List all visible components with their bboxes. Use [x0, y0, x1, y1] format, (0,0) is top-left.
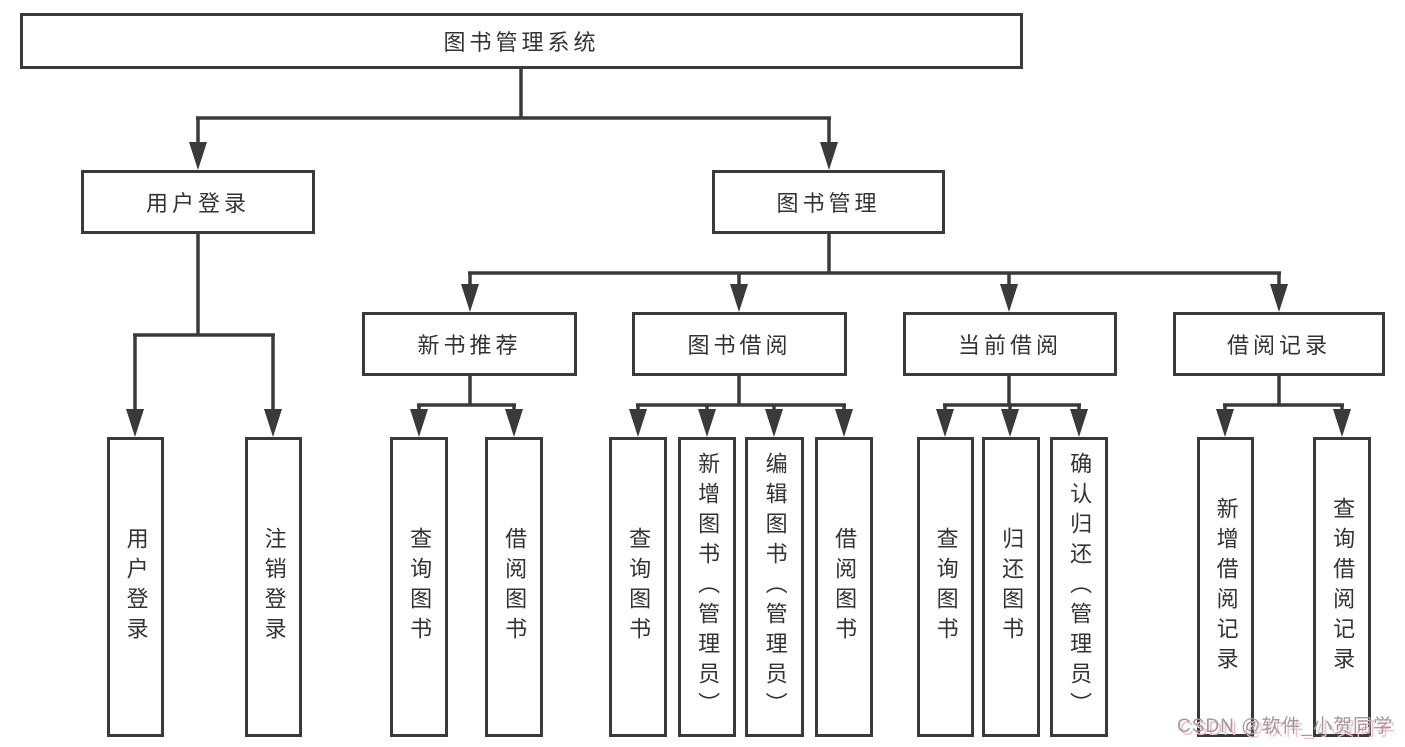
leaf-add-book-admin: 新增图书（管理员） [678, 437, 736, 737]
node-label: 新书推荐 [417, 333, 522, 358]
leaf-add-borrow-record: 新增借阅记录 [1197, 437, 1254, 737]
connector-new-book-branch [410, 376, 523, 437]
node-user-login: 用户登录 [81, 170, 315, 234]
node-label: 归还图书 [999, 527, 1025, 647]
leaf-query-books-borrow: 查询图书 [609, 437, 667, 737]
connector-book-borrow-branch [629, 376, 853, 437]
node-label: 查询图书 [626, 527, 652, 647]
node-label: 借阅图书 [502, 527, 528, 647]
node-root: 图书管理系统 [20, 13, 1023, 69]
node-new-book-recommend: 新书推荐 [362, 312, 577, 376]
node-book-management: 图书管理 [712, 170, 945, 234]
leaf-user-login: 用户登录 [107, 437, 164, 737]
leaf-borrow-books-borrow: 借阅图书 [815, 437, 873, 737]
node-label: 查询图书 [407, 527, 433, 647]
leaf-logout: 注销登录 [245, 437, 302, 737]
leaf-edit-book-admin: 编辑图书（管理员） [745, 437, 804, 737]
node-label: 借阅记录 [1226, 333, 1331, 358]
leaf-query-books-recommend: 查询图书 [390, 437, 448, 737]
node-label: 新增图书（管理员） [695, 452, 721, 722]
leaf-borrow-books-recommend: 借阅图书 [485, 437, 543, 737]
node-label: 图书借阅 [687, 333, 792, 358]
connector-borrow-record-branch [1216, 376, 1351, 437]
node-label: 用户登录 [123, 527, 149, 647]
node-label: 当前借阅 [957, 333, 1062, 358]
node-label: 编辑图书（管理员） [762, 452, 788, 722]
connector-book-management-branch [461, 234, 1288, 312]
node-label: 确认归还（管理员） [1067, 452, 1093, 722]
node-label: 用户登录 [145, 191, 250, 216]
connector-root-to-level2 [189, 69, 838, 170]
leaf-return-book: 归还图书 [982, 437, 1040, 737]
connector-current-borrow-branch [936, 376, 1088, 437]
node-label: 图书管理 [776, 191, 881, 216]
leaf-query-books-current: 查询图书 [917, 437, 974, 737]
node-label: 借阅图书 [832, 527, 858, 647]
node-label: 查询图书 [933, 527, 959, 647]
csdn-watermark: CSDN @软件_小贺同学 [1177, 716, 1393, 737]
node-label: 注销登录 [261, 527, 287, 647]
node-label: 新增借阅记录 [1213, 497, 1239, 677]
node-current-borrow: 当前借阅 [903, 312, 1117, 376]
leaf-query-borrow-record: 查询借阅记录 [1313, 437, 1371, 737]
leaf-confirm-return-admin: 确认归还（管理员） [1050, 437, 1108, 737]
node-borrow-records: 借阅记录 [1173, 312, 1385, 376]
connector-user-login-branch [126, 234, 282, 437]
node-label: 图书管理系统 [443, 30, 600, 55]
node-label: 查询借阅记录 [1330, 497, 1356, 677]
node-book-borrow: 图书借阅 [632, 312, 847, 376]
